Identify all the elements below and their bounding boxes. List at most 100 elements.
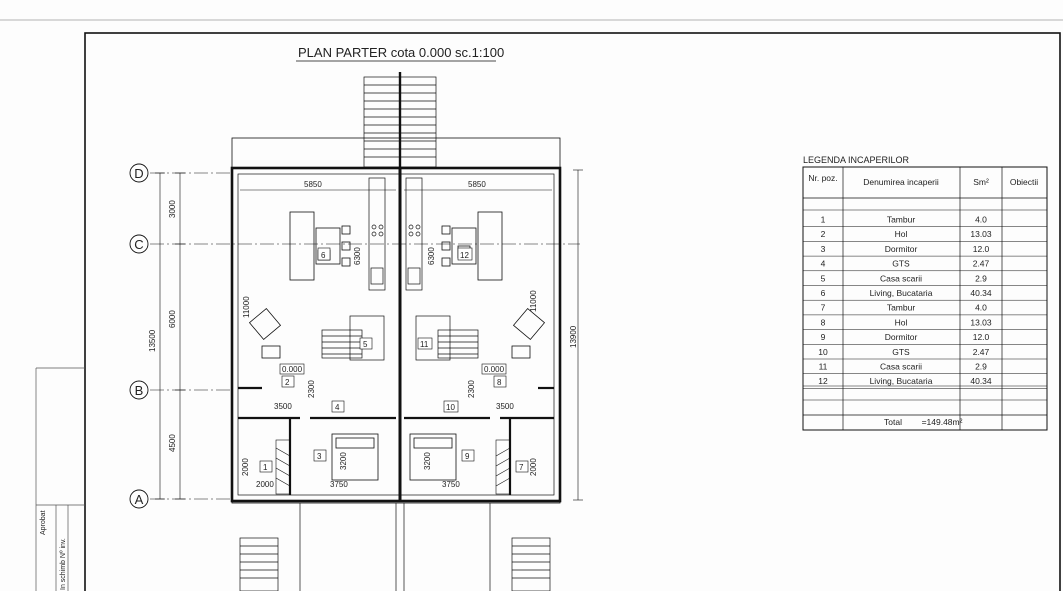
dim-5850-right: 5850 <box>468 180 486 189</box>
dim-13900: 13900 <box>569 325 578 348</box>
legend-title: LEGENDA INCAPERILOR <box>803 155 910 165</box>
axis-label-C: C <box>134 237 143 252</box>
bottom-entrance-stairs <box>239 503 551 591</box>
kitchen-units <box>368 177 423 291</box>
legend-cell: 2.9 <box>975 362 987 372</box>
axis-label-A: A <box>135 492 144 507</box>
legend-cell: 13.03 <box>970 229 992 239</box>
room-tag-9: 9 <box>465 452 470 461</box>
legend-cell: 7 <box>821 303 826 313</box>
dim-2000-right-v: 2000 <box>529 458 538 476</box>
left-dimension-chains <box>155 172 185 500</box>
legend-cell: 2.47 <box>973 347 990 357</box>
legend-cell: 3 <box>821 244 826 254</box>
legend-cell: Casa scarii <box>880 273 922 283</box>
legend-cell: 6 <box>821 288 826 298</box>
level-value-right: 0.000 <box>484 365 505 374</box>
room-tag-10: 10 <box>446 403 455 412</box>
legend-header-area: Sm² <box>973 177 989 187</box>
dim-2300-right: 2300 <box>467 380 476 398</box>
legend-cell: Dormitor <box>885 244 918 254</box>
legend-cell: 9 <box>821 332 826 342</box>
dim-11000-right: 11000 <box>529 290 538 312</box>
legend-cell: GTS <box>892 347 910 357</box>
axis-bubble-D <box>129 163 149 183</box>
legend-cell: 4 <box>821 259 826 269</box>
legend-cell: Hol <box>895 229 908 239</box>
legend-cell: 12.0 <box>973 244 990 254</box>
room-tag-8: 8 <box>497 378 502 387</box>
axis-row-B: B <box>129 380 232 400</box>
room-tag-12: 12 <box>460 251 469 260</box>
dim-13500: 13500 <box>148 329 157 352</box>
legend-cell: 12 <box>818 376 828 386</box>
dim-2000-bottom: 2000 <box>256 480 274 489</box>
stamp-inventory-label: In schimb Nº inv. <box>60 538 67 590</box>
legend-cell: 5 <box>821 273 826 283</box>
plan-title: PLAN PARTER cota 0.000 sc.1:100 <box>298 45 504 60</box>
legend-cell: 4.0 <box>975 215 987 225</box>
side-stamp: Aprobat In schimb Nº inv. <box>35 367 85 591</box>
dim-2300-left: 2300 <box>307 380 316 398</box>
room-tag-7: 7 <box>519 463 524 472</box>
legend-cell: 2 <box>821 229 826 239</box>
legend-header-notes: Obiectii <box>1010 177 1038 187</box>
dim-6000: 6000 <box>168 310 177 328</box>
bedroom-furniture <box>331 433 457 481</box>
dim-3200-left: 3200 <box>339 452 348 470</box>
dim-6300-left: 6300 <box>353 247 362 265</box>
level-value-left: 0.000 <box>282 365 303 374</box>
dim-3500-right: 3500 <box>496 402 514 411</box>
living-furniture-right <box>441 211 546 359</box>
level-tag-left: 0.000 <box>279 363 305 375</box>
axis-label-D: D <box>134 166 143 181</box>
dim-3500-left: 3500 <box>274 402 292 411</box>
legend-cell: Hol <box>895 317 908 327</box>
room-tag-2: 2 <box>285 378 290 387</box>
legend-cell: 40.34 <box>970 288 992 298</box>
dim-5850-left: 5850 <box>304 180 322 189</box>
legend-cell: Dormitor <box>885 332 918 342</box>
axis-bubble-A <box>129 489 149 509</box>
legend-total-label: Total <box>884 417 902 427</box>
legend-cell: 2.9 <box>975 273 987 283</box>
stamp-approved-label: Aprobat <box>40 510 47 535</box>
room-tag-4: 4 <box>335 403 340 412</box>
room-tags: 6 12 5 11 2 8 4 10 1 3 9 7 <box>259 247 529 473</box>
room-tag-5: 5 <box>363 340 368 349</box>
legend-cell: 1 <box>821 215 826 225</box>
legend-cell: Casa scarii <box>880 362 922 372</box>
living-furniture-left <box>248 211 351 359</box>
outer-walls <box>230 137 562 504</box>
level-tag-right: 0.000 <box>481 363 507 375</box>
legend-cell: Living, Bucataria <box>870 288 933 298</box>
legend-cell: Tambur <box>887 303 916 313</box>
dim-11000-left: 11000 <box>242 296 251 318</box>
drawing-frame <box>84 32 1061 591</box>
dim-3200-right: 3200 <box>423 452 432 470</box>
dim-4500: 4500 <box>168 434 177 452</box>
dim-3750-right: 3750 <box>442 480 460 489</box>
legend-cell: 13.03 <box>970 317 992 327</box>
dim-3000: 3000 <box>168 200 177 218</box>
top-staircase <box>363 72 437 170</box>
legend-cell: 4.0 <box>975 303 987 313</box>
room-tag-1: 1 <box>263 463 268 472</box>
hatched-partitions <box>275 439 511 495</box>
room-legend: LEGENDA INCAPERILOR Nr. poz. Denumirea i… <box>802 155 1048 431</box>
axis-label-B: B <box>135 383 144 398</box>
dim-6300-right: 6300 <box>427 247 436 265</box>
legend-cell: Living, Bucataria <box>870 376 933 386</box>
legend-header-nr: Nr. poz. <box>808 173 837 183</box>
legend-cell: 10 <box>818 347 828 357</box>
legend-header-name: Denumirea incaperii <box>863 177 939 187</box>
axis-bubble-B <box>129 380 149 400</box>
dim-3750-left: 3750 <box>330 480 348 489</box>
legend-cell: Tambur <box>887 215 916 225</box>
room-tag-6: 6 <box>321 251 326 260</box>
axis-row-C: C <box>129 234 580 254</box>
central-stairs <box>321 315 479 361</box>
legend-cell: 11 <box>819 362 828 372</box>
